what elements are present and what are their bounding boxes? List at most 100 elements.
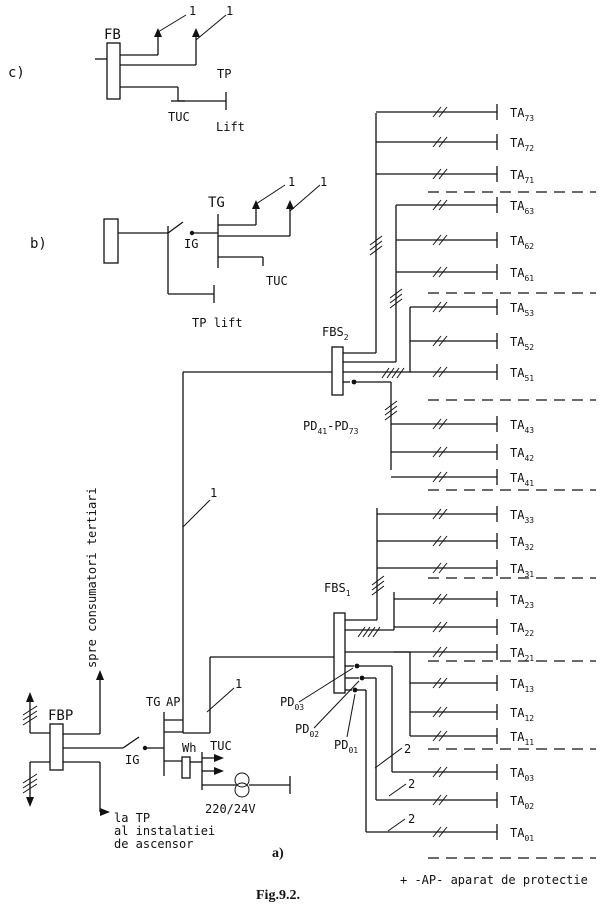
arrow-right-icon [214, 754, 224, 762]
conductor-hatch [438, 535, 448, 547]
ta-label: TA31 [510, 562, 534, 579]
conductor-hatch [438, 301, 448, 313]
conductor-hatch [438, 446, 448, 458]
legend-note: + -AP- aparat de protectie [400, 873, 588, 887]
conductor-hatch [438, 766, 448, 778]
conductor-hatch [438, 826, 448, 838]
section-label-a: a) [272, 846, 284, 861]
ta-label: TA42 [510, 446, 534, 463]
conductor-hatch [438, 562, 448, 574]
ta-label: TA73 [510, 106, 534, 123]
ta-label: TA03 [510, 766, 534, 783]
conductor-hatch [438, 646, 448, 658]
wh-meter [181, 756, 191, 779]
cable-label-1: 1 [288, 175, 295, 189]
figure-caption: Fig.9.2. [256, 888, 300, 903]
conductor-hatch [438, 794, 448, 806]
ta-label: TA02 [510, 794, 534, 811]
fbp-label: FBP [48, 708, 73, 724]
ta-label: TA01 [510, 826, 534, 843]
arrow-up-icon [154, 28, 162, 37]
cable-label-1: 1 [210, 486, 217, 500]
section-label-b: b) [30, 236, 47, 252]
conductor-hatch [432, 706, 442, 718]
arrow-up-icon [26, 692, 34, 702]
wh-label: Wh [182, 741, 196, 755]
ta-label: TA22 [510, 621, 534, 638]
fb-label: FB [104, 27, 121, 43]
conductor-hatch [438, 706, 448, 718]
pd01-label: PD01 [334, 738, 358, 755]
conductor-hatch [432, 508, 442, 520]
tg-label: TG [208, 195, 225, 211]
ta-label: TA71 [510, 168, 534, 185]
lift-label: Lift [216, 120, 245, 134]
conductor-hatch [432, 621, 442, 633]
cable-label-2: 2 [404, 742, 411, 756]
pd03-label: PD03 [280, 695, 304, 712]
arrow-down-icon [26, 797, 34, 807]
conductor-hatch [432, 766, 442, 778]
conductor-hatch [438, 366, 448, 378]
conductor-hatch [432, 199, 442, 211]
conductor-hatch [432, 234, 442, 246]
arrow-up-icon [192, 28, 200, 37]
ta-label: TA63 [510, 199, 534, 216]
ig-label: IG [184, 237, 198, 251]
conductor-hatch [432, 535, 442, 547]
arrow-up-icon [96, 670, 104, 680]
conductor-hatch [432, 562, 442, 574]
arrow-up-icon [286, 200, 294, 209]
transformer-icon [234, 782, 250, 798]
pd-range-label: PD41-PD73 [303, 419, 359, 436]
conductor-hatch [432, 301, 442, 313]
ig-label: IG [125, 753, 139, 767]
ta-label: TA21 [510, 646, 534, 663]
conductor-hatch [432, 366, 442, 378]
conductor-hatch [438, 508, 448, 520]
conductor-hatch [432, 471, 442, 483]
fb-panel [106, 42, 121, 100]
cable-label-1: 1 [189, 4, 196, 18]
tp-label: TP [217, 67, 231, 81]
conductor-hatch [438, 621, 448, 633]
conductor-hatch [438, 730, 448, 742]
conductor-hatch [438, 168, 448, 180]
floor-separators [428, 191, 596, 859]
tp-lift-label: TP lift [192, 316, 243, 330]
conductor-hatch [438, 335, 448, 347]
arrow-right-icon [100, 808, 110, 816]
cable-label-2: 2 [408, 812, 415, 826]
ta-label: TA51 [510, 366, 534, 383]
supply-panel [103, 218, 119, 264]
conductor-hatch [432, 168, 442, 180]
ta-label: TA53 [510, 301, 534, 318]
consumer-branches: TA73TA72TA71TA63TA62TA61TA53TA52TA51TA43… [366, 104, 534, 843]
ta-label: TA12 [510, 706, 534, 723]
ta-label: TA61 [510, 266, 534, 283]
arrow-right-icon [214, 767, 224, 775]
spre-label: spre consumatori tertiari [85, 487, 99, 668]
ta-label: TA41 [510, 471, 534, 488]
conductor-hatch [438, 593, 448, 605]
conductor-hatch [438, 106, 448, 118]
ta-label: TA72 [510, 136, 534, 153]
ap-label: AP [166, 695, 180, 709]
ta-label: TA62 [510, 234, 534, 251]
cable-label-2: 2 [408, 777, 415, 791]
tuc-label: TUC [210, 739, 232, 753]
conductor-hatch [432, 136, 442, 148]
ta-label: TA11 [510, 730, 534, 747]
ta-label: TA43 [510, 418, 534, 435]
conductor-hatch [438, 199, 448, 211]
pd02-label: PD02 [295, 722, 319, 739]
conductor-hatch [432, 730, 442, 742]
conductor-hatch [438, 136, 448, 148]
ta-label: TA23 [510, 593, 534, 610]
arrow-up-icon [252, 200, 260, 209]
conductor-hatch [432, 826, 442, 838]
conductor-hatch [438, 471, 448, 483]
transformer-icon [234, 772, 250, 788]
